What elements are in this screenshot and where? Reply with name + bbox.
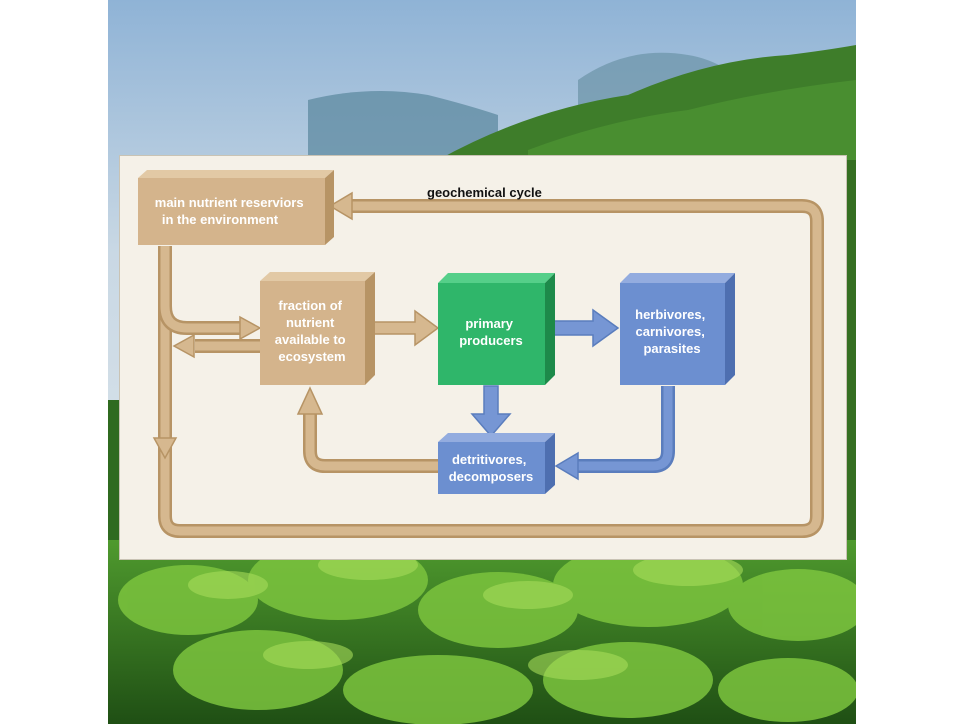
arrow-producers-to-detritivores	[470, 385, 512, 438]
box-primary-producers	[438, 273, 555, 385]
fraction-label: fraction of nutrient available to ecosys…	[275, 298, 349, 364]
detritivores-label: detritivores, decomposers	[449, 452, 534, 484]
box-consumers	[620, 273, 735, 385]
arrowhead-to-reservoir	[328, 191, 353, 221]
reservoir-label: main nutrient reserviors in the environm…	[155, 195, 307, 227]
diagram-panel: geochemical cycle main nutrient reservio…	[119, 155, 847, 560]
geochemical-loop-pipe	[160, 201, 822, 536]
arrowhead-to-fraction-up	[296, 386, 324, 415]
arrow-producers-to-consumers	[549, 308, 620, 348]
arrowhead-to-main-loop	[172, 333, 195, 359]
arrowhead-to-detritivores	[554, 451, 579, 481]
arrowhead-to-fraction	[239, 315, 262, 341]
arrowhead-down-loop	[152, 437, 178, 460]
box-nutrient-reservoir	[138, 170, 334, 245]
geochemical-cycle-label: geochemical cycle	[427, 185, 542, 200]
arrow-fraction-to-producers	[372, 309, 440, 347]
box-fraction-available	[260, 272, 375, 385]
consumers-label: herbivores, carnivores, parasites	[635, 307, 709, 356]
nutrient-cycle-diagram: geochemical cycle main nutrient reservio…	[138, 170, 824, 538]
box-detritivores	[438, 433, 555, 494]
producers-label: primary producers	[459, 316, 523, 348]
